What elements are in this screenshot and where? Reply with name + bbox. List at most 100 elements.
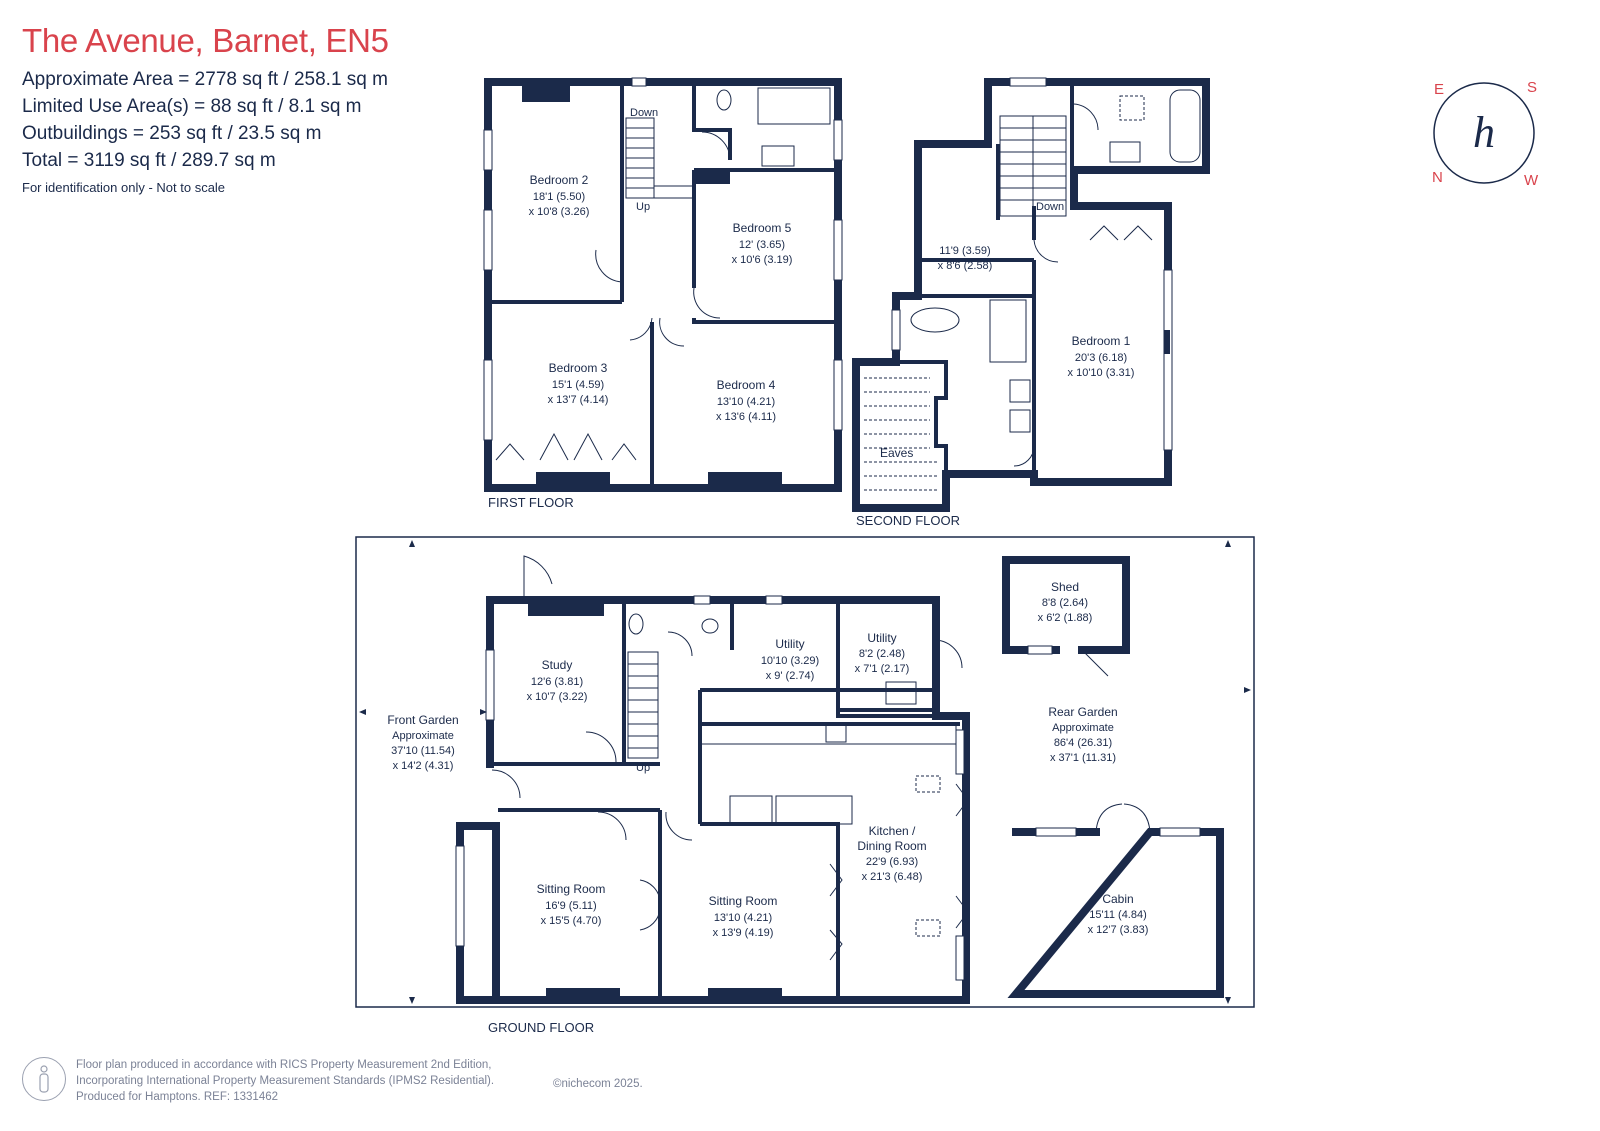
door-swing — [1095, 803, 1151, 833]
wall — [730, 602, 936, 718]
room-name-study: Study — [542, 658, 573, 672]
property-title: The Avenue, Barnet, EN5 — [22, 22, 389, 59]
window — [483, 359, 493, 441]
window — [955, 729, 965, 775]
wardrobe-doors — [1089, 225, 1153, 241]
compass-logo: h S W N E — [1432, 79, 1539, 189]
window — [765, 595, 783, 605]
approximate-area: Approximate Area = 2778 sq ft / 258.1 sq… — [22, 68, 388, 90]
room-dim-sitting-room-2: 13'10 (4.21) — [714, 912, 772, 924]
wall — [700, 822, 840, 998]
window — [891, 309, 901, 351]
room-name-front-garden: Front Garden — [387, 713, 458, 727]
toilet-icon — [716, 89, 732, 111]
room-dim-shed: x 6'2 (1.88) — [1038, 612, 1093, 624]
room-name-kitchen-dining: Dining Room — [857, 839, 926, 853]
bifold-doors — [829, 863, 843, 961]
ground-floor-plan: Up Study 12'6 (3.81) x 10'7 (3.22) Utili… — [355, 536, 1255, 1035]
wardrobe-doors — [495, 432, 637, 461]
room-name-sitting-room: Sitting Room — [537, 882, 606, 896]
door-swing — [665, 811, 693, 841]
room-dim-utility: x 9' (2.74) — [766, 670, 815, 682]
compass-circle-icon — [1433, 82, 1535, 184]
staircase — [627, 651, 659, 759]
window — [483, 209, 493, 271]
chimney-breast — [536, 472, 610, 486]
room-dim-front-garden: 37'10 (11.54) — [391, 745, 455, 757]
window — [1027, 645, 1053, 655]
chimney-breast — [522, 84, 570, 102]
first-floor-plan: Down Up Bedroom 2 18'1 (5.50) x 10'8 (3.… — [483, 77, 843, 510]
person-info-icon — [22, 1057, 66, 1101]
limited-use-area: Limited Use Area(s) = 88 sq ft / 8.1 sq … — [22, 95, 362, 117]
room-dim-bedroom-5: 12' (3.65) — [739, 239, 785, 251]
kitchen-unit — [775, 795, 853, 825]
skylight-icon — [1119, 95, 1145, 121]
staircase — [999, 115, 1067, 217]
staircase — [625, 117, 694, 199]
stairs-down-label: Down — [630, 107, 658, 119]
room-dim-bedroom-1: 20'3 (6.18) — [1075, 352, 1127, 364]
room-dim-study: x 10'7 (3.22) — [527, 691, 588, 703]
door-swing — [935, 639, 963, 669]
room-dim-study: 12'6 (3.81) — [531, 676, 583, 688]
toilet-icon — [701, 618, 719, 634]
first-floor-label: FIRST FLOOR — [488, 495, 574, 510]
bath-icon — [1169, 89, 1201, 163]
window — [1035, 827, 1077, 837]
compass-east: E — [1434, 81, 1444, 98]
sink-icon — [1009, 379, 1031, 403]
window — [833, 359, 843, 431]
sink-icon — [761, 145, 795, 167]
window — [1159, 827, 1201, 837]
toilet-icon — [628, 613, 644, 635]
room-dim-second-room: 11'9 (3.59) — [939, 245, 990, 257]
room-dim-bedroom-3: x 13'7 (4.14) — [548, 394, 609, 406]
wall — [692, 318, 836, 324]
footer-line: Incorporating International Property Mea… — [76, 1075, 495, 1087]
ground-floor-outer-wall — [456, 596, 970, 1004]
door-swing — [597, 811, 627, 841]
room-dim-kitchen: x 21'3 (6.48) — [862, 871, 923, 883]
window — [833, 119, 843, 161]
footer-line: Produced for Hamptons. REF: 1331462 — [76, 1091, 279, 1103]
sink-icon — [1009, 409, 1031, 433]
bath-icon — [910, 307, 960, 333]
shower-tray-icon — [757, 87, 831, 125]
brand-logo-letter: h — [1473, 108, 1495, 157]
identification-note: For identification only - Not to scale — [22, 179, 226, 195]
door-swing — [629, 317, 653, 341]
footer: Floor plan produced in accordance with R… — [22, 1057, 494, 1105]
kitchen-worktop — [699, 723, 957, 745]
room-dim-utility: 10'10 (3.29) — [761, 655, 819, 667]
stairs-up-label: Up — [636, 762, 650, 774]
door-swing — [491, 769, 521, 799]
compass-north: N — [1432, 169, 1443, 186]
room-dim-second-room: x 8'6 (2.58) — [938, 260, 993, 272]
bifold-doors — [955, 783, 969, 929]
room-dim-cabin: 15'11 (4.84) — [1089, 909, 1147, 921]
window — [1009, 77, 1047, 87]
window — [485, 649, 495, 721]
window — [1163, 269, 1173, 451]
door-swing — [693, 287, 721, 319]
room-dim-cabin: x 12'7 (3.83) — [1088, 924, 1149, 936]
room-dim-rear-garden: 86'4 (26.31) — [1054, 737, 1112, 749]
room-name-bedroom-1: Bedroom 1 — [1072, 334, 1131, 348]
wall — [692, 82, 732, 160]
room-dim-bedroom-5: x 10'6 (3.19) — [732, 254, 793, 266]
chimney-breast — [546, 988, 620, 1000]
room-sub-front-garden: Approximate — [392, 730, 454, 742]
room-dim-bedroom-4: 13'10 (4.21) — [717, 396, 775, 408]
room-dim-bedroom-1: x 10'10 (3.31) — [1068, 367, 1135, 379]
room-name-bedroom-3: Bedroom 3 — [549, 361, 608, 375]
room-name-utility-2: Utility — [867, 631, 896, 645]
room-name-cabin: Cabin — [1102, 892, 1133, 906]
room-sub-rear-garden: Approximate — [1052, 722, 1114, 734]
outbuildings-area: Outbuildings = 253 sq ft / 23.5 sq m — [22, 122, 322, 144]
room-dim-rear-garden: x 37'1 (11.31) — [1050, 752, 1116, 764]
door-swing — [701, 131, 731, 161]
room-dim-sitting-room: 16'9 (5.11) — [545, 900, 596, 912]
second-floor-label: SECOND FLOOR — [856, 513, 960, 528]
